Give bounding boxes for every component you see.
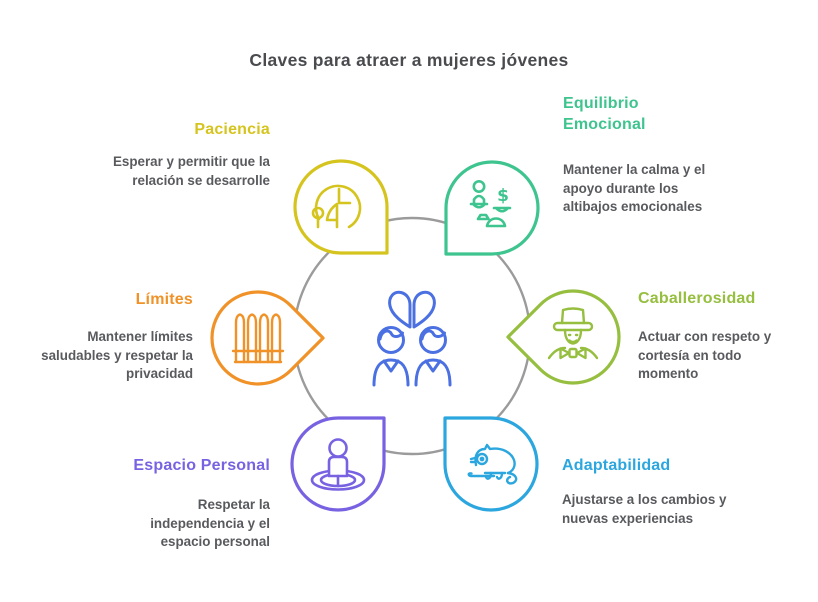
person-left-hair — [378, 329, 404, 341]
person-right-body — [414, 358, 452, 387]
teardrop-outline — [443, 416, 539, 512]
hat-brim — [552, 321, 594, 332]
chameleon-pupil — [479, 456, 485, 462]
fence-icon — [210, 290, 325, 386]
fence-picket — [258, 313, 270, 364]
person-left-body — [372, 358, 410, 387]
description-limites: Mantener límites saludables y respetar l… — [41, 329, 193, 381]
chameleon-icon — [443, 416, 539, 512]
balance-scale-person-money-icon: $ — [444, 160, 540, 256]
chameleon-tail — [505, 471, 518, 485]
fence-picket — [234, 313, 246, 364]
label-paciencia: Paciencia — [194, 121, 270, 138]
chameleon-legs — [484, 471, 504, 480]
description-equilibrio-emocional: Mantener la calma y el apoyo durante los… — [563, 162, 706, 214]
pan-foot — [476, 213, 490, 221]
half-heart-left — [388, 290, 412, 329]
teardrop-outline — [506, 289, 621, 385]
label-equilibrio-emocional: Equilibrio Emocional — [563, 95, 646, 133]
face — [563, 328, 583, 345]
small-person-2 — [325, 202, 339, 229]
person-left-collar — [382, 359, 400, 373]
page-title: Claves para atraer a mujeres jóvenes — [249, 50, 569, 70]
person-torso — [327, 455, 349, 478]
smile — [568, 339, 578, 344]
gentleman-hat-bowtie-icon — [506, 289, 621, 385]
bow-tie — [559, 347, 587, 360]
scale-pan-left — [469, 202, 489, 209]
half-heart-right — [412, 290, 436, 329]
fence-picket — [246, 313, 258, 364]
hat-crown — [560, 307, 586, 325]
description-paciencia: Esperar y permitir que la relación se de… — [112, 154, 270, 188]
chameleon-eye — [475, 452, 489, 466]
label-caballerosidad: Caballerosidad — [638, 290, 756, 307]
bow-tie-knot — [568, 347, 578, 359]
fence-picket — [270, 313, 282, 364]
person-head — [472, 179, 486, 193]
teardrop-outline — [210, 290, 325, 386]
person-body — [472, 194, 486, 205]
shoulders — [547, 346, 599, 360]
description-caballerosidad: Actuar con respeto y cortesía en todo mo… — [638, 329, 772, 381]
description-espacio-personal: Respetar la independencia y el espacio p… — [150, 497, 270, 549]
person-right-hair — [420, 329, 446, 341]
label-limites: Límites — [135, 291, 193, 308]
teardrop-outline — [293, 159, 389, 255]
branch — [467, 472, 496, 478]
label-adaptabilidad: Adaptabilidad — [562, 457, 671, 474]
person-personal-space-icon — [290, 416, 386, 512]
clock-hands — [337, 187, 352, 205]
clock-waiting-couple-icon — [293, 159, 389, 255]
scale-pan-right — [492, 206, 512, 213]
person-left-head — [377, 326, 405, 354]
person-head — [328, 438, 348, 458]
person-right-collar — [424, 359, 442, 373]
label-espacio-personal: Espacio Personal — [133, 457, 270, 474]
dollar-sign: $ — [497, 186, 509, 206]
teardrop-outline — [444, 160, 540, 256]
chameleon-body — [474, 443, 516, 475]
clock-face — [314, 184, 362, 229]
description-adaptabilidad: Ajustarse a los cambios y nuevas experie… — [562, 492, 727, 526]
couple-split-heart-icon — [372, 290, 452, 387]
person-right-head — [419, 326, 447, 354]
chameleon-mouth — [469, 456, 477, 464]
scale-base — [485, 217, 507, 228]
